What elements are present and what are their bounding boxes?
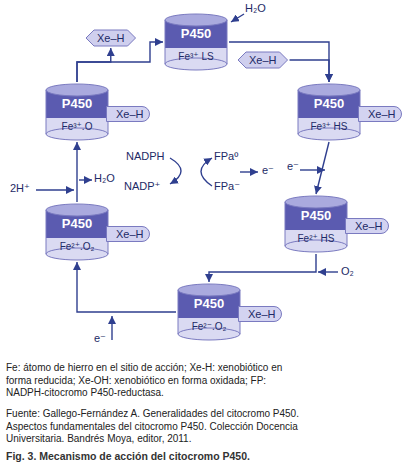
xenobiotic-tab: Xe–H — [238, 306, 282, 322]
water-in-arrow — [231, 14, 244, 22]
xenobiotic-name: Xe–H — [116, 108, 144, 120]
reaction-label: 2H⁺ — [10, 182, 30, 195]
reaction-label: NADP⁺ — [124, 180, 160, 193]
electron-in-arrow — [111, 316, 112, 340]
xenobiotic-tab: Xe–H — [345, 218, 389, 234]
enzyme-name: P450 — [62, 96, 92, 111]
xenobiotic-tab: Xe–H — [358, 106, 402, 122]
enzyme-name: P450 — [314, 96, 344, 111]
p450-cylinder: Xe–HP450Fe²⁻.O₂ — [178, 284, 240, 340]
reaction-arrow — [209, 254, 316, 282]
iron-state: Fe²⁻.O₂ — [192, 321, 227, 332]
reaction-label: H₂O — [245, 2, 266, 14]
xenobiotic-name: Xe–H — [116, 228, 144, 240]
reaction-label: H₂O — [94, 172, 115, 184]
reaction-label: O₂ — [341, 265, 354, 277]
p450-cylinder: Xe–HP450Fe²⁺ HS — [285, 196, 347, 252]
figure-caption: Fig. 3. Mecanismo de acción del citocrom… — [6, 450, 250, 462]
enzyme-name: P450 — [181, 26, 211, 41]
reaction-arrow — [77, 42, 163, 82]
enzyme-name: P450 — [194, 296, 224, 311]
enzyme-name: P450 — [62, 216, 92, 231]
xenobiotic-name: Xe–H — [248, 308, 276, 320]
p450-cylinder: Xe–HP450Fe²⁺.O₂ — [46, 204, 108, 260]
reaction-label: e⁻ — [94, 332, 106, 345]
nadph-arrow — [170, 158, 181, 184]
reaction-arrow — [77, 262, 176, 312]
xenobiotic-hexagon: Xe–H — [86, 30, 136, 46]
enzyme-name: P450 — [301, 208, 331, 223]
water-out-arrow — [79, 179, 92, 180]
oxygen-in-arrow — [318, 271, 338, 272]
iron-state: Fe³⁺.O — [62, 121, 93, 132]
xenobiotic-tab: Xe–H — [106, 106, 150, 122]
reaction-arrow — [229, 42, 329, 82]
reaction-arrow — [76, 142, 77, 202]
reaction-label: e⁻ — [287, 160, 299, 173]
reaction-arrow — [77, 48, 111, 82]
iron-state: Fe³⁺ LS — [178, 51, 213, 62]
reaction-arrow — [290, 60, 329, 82]
p450-cylinder: Xe–HP450Fe³⁺.O — [46, 84, 108, 140]
reaction-label: FPa⁻ — [214, 180, 240, 193]
reaction-label: FPaº — [214, 150, 238, 162]
footnote: Fuente: Gallego-Fernández A. Generalidad… — [6, 408, 306, 446]
xenobiotic-name: Xe–H — [368, 108, 396, 120]
xenobiotic-name: Xe–H — [355, 220, 383, 232]
reaction-arrow — [316, 142, 329, 194]
xenobiotic-name: Xe–H — [249, 54, 277, 66]
iron-state: Fe²⁺.O₂ — [60, 241, 95, 252]
reaction-label: NADPH — [126, 150, 165, 162]
fp-arrow — [201, 158, 212, 186]
xenobiotic-name: Xe–H — [97, 32, 125, 44]
p450-cylinder: P450Fe³⁺ LS — [165, 14, 227, 70]
reaction-label: e⁻ — [262, 164, 274, 177]
iron-state: Fe³⁺ HS — [311, 121, 348, 132]
xenobiotic-hexagon: Xe–H — [238, 52, 288, 68]
proton-in-arrow — [36, 189, 74, 190]
electron-arrow — [240, 171, 258, 172]
xenobiotic-tab: Xe–H — [106, 226, 150, 242]
p450-cylinder: Xe–HP450Fe³⁺ HS — [298, 84, 360, 140]
footnote: Fe: átomo de hierro en el sitio de acció… — [6, 362, 306, 400]
iron-state: Fe²⁺ HS — [298, 233, 335, 244]
